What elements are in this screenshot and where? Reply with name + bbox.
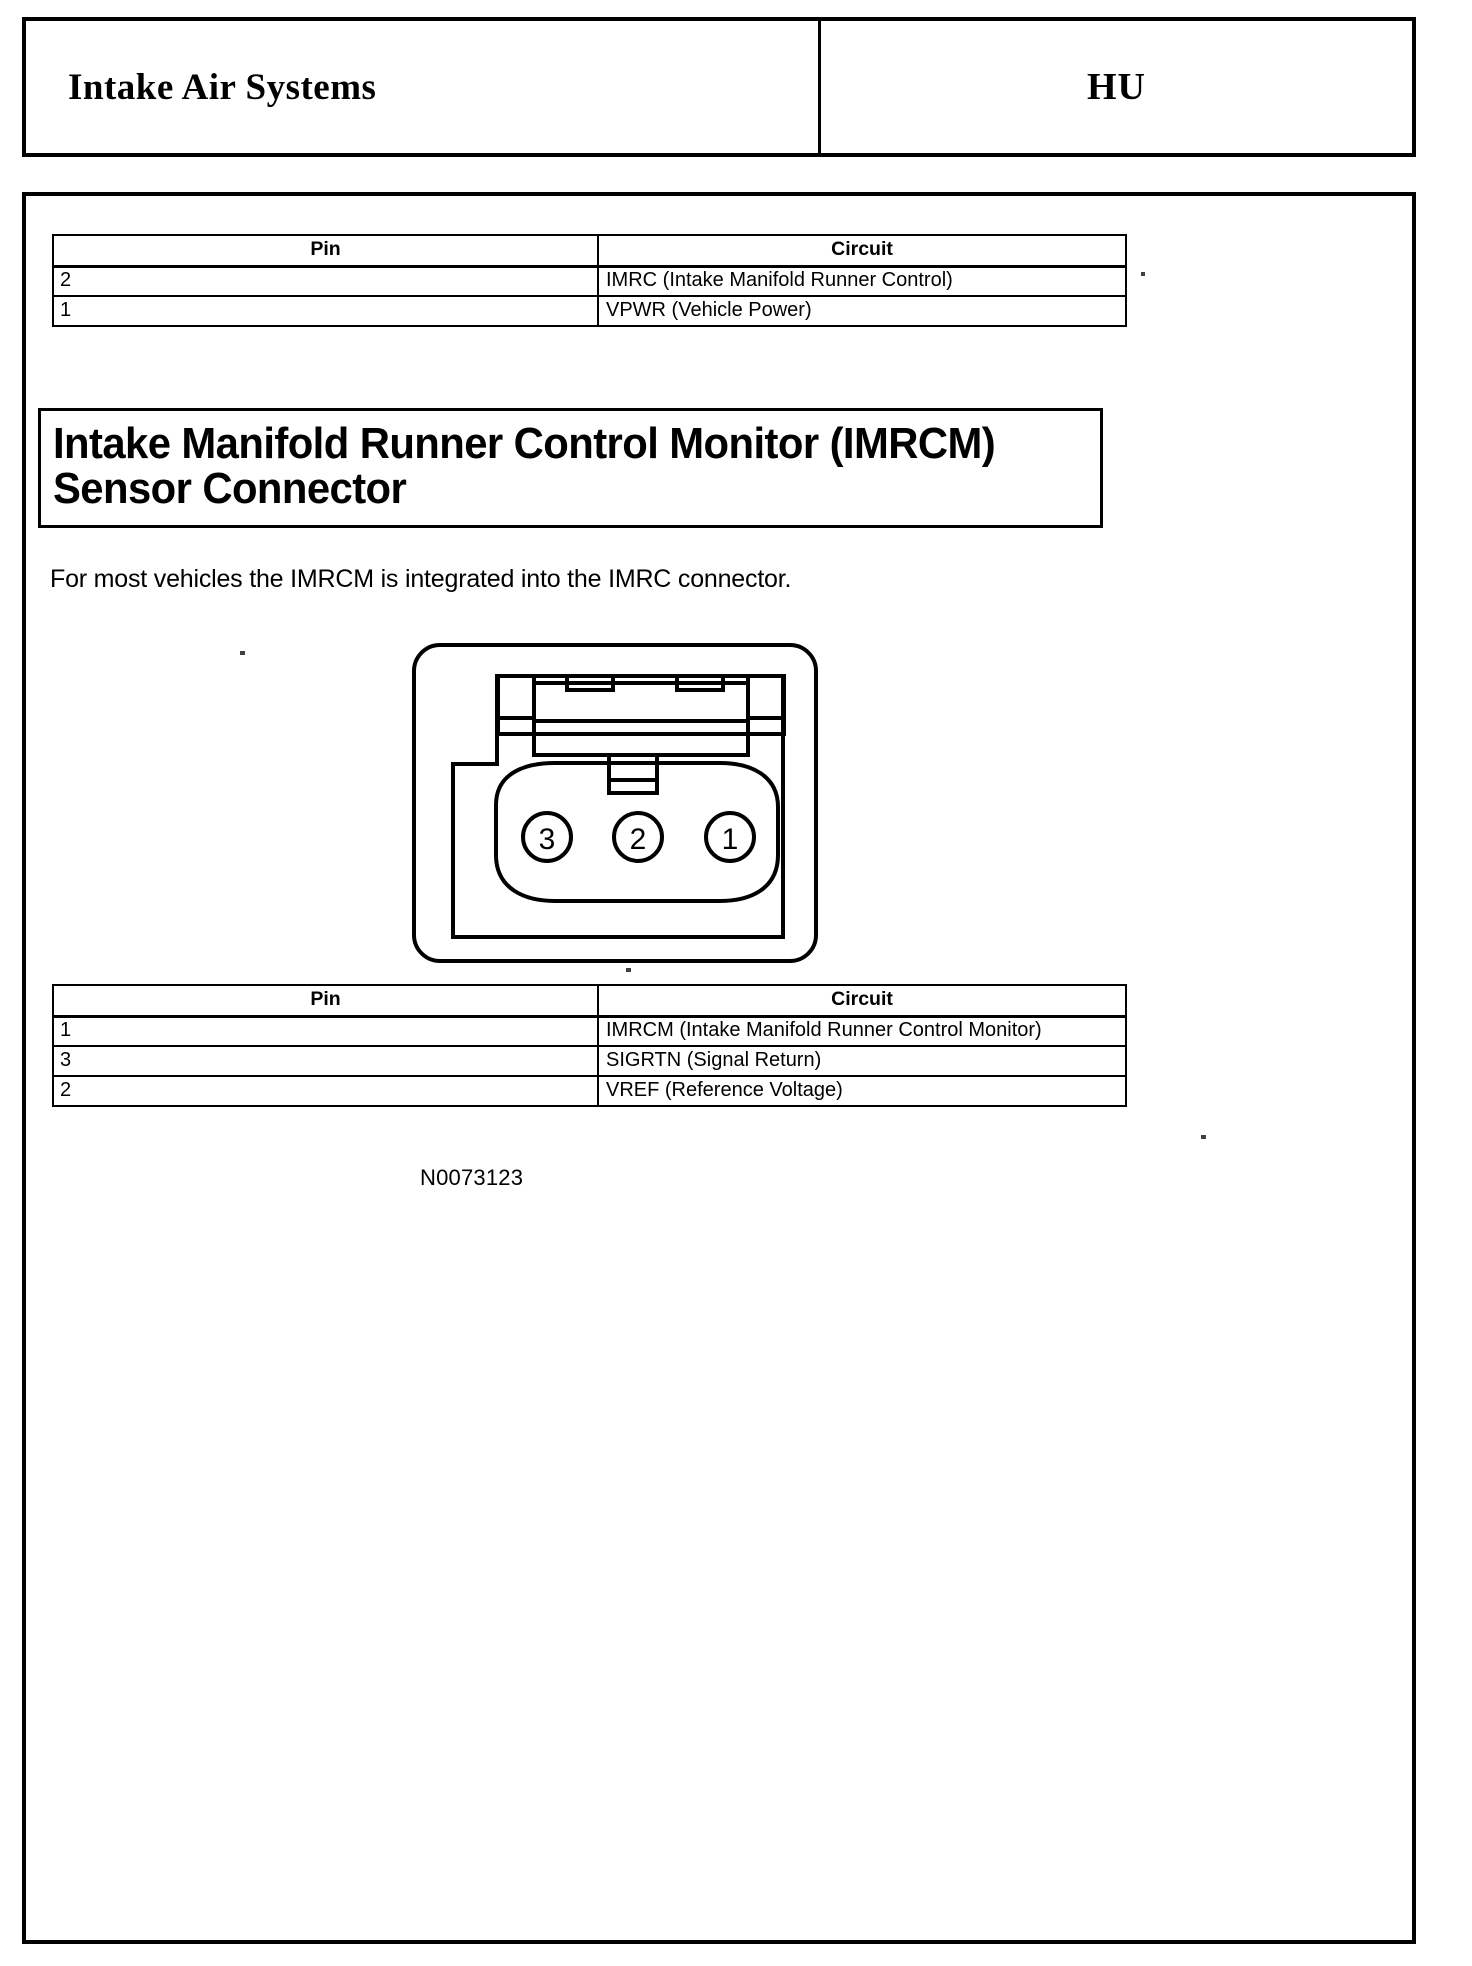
- pin-label-1: 1: [722, 823, 739, 856]
- cell-pin: 2: [52, 1075, 599, 1107]
- header-code-cell: HU: [821, 21, 1412, 153]
- header-title-cell: Intake Air Systems: [26, 21, 821, 153]
- page-header: Intake Air Systems HU: [22, 17, 1416, 157]
- cell-pin: 1: [52, 1015, 599, 1047]
- column-header-pin: Pin: [52, 984, 599, 1018]
- pin-label-3: 3: [539, 823, 556, 856]
- connector-pin-group: 3 2 1: [521, 811, 756, 863]
- pin-label-2: 2: [630, 823, 647, 856]
- cell-pin: 2: [52, 265, 599, 297]
- column-header-circuit: Circuit: [597, 984, 1127, 1018]
- imrcm-connector-diagram: 3 2 1: [400, 625, 840, 975]
- scan-artifact: [240, 651, 245, 655]
- imrc-pinout-table: Pin Circuit 2 IMRC (Intake Manifold Runn…: [52, 234, 1127, 327]
- connector-illustration: 3 2 1: [412, 643, 818, 963]
- scan-artifact: [1201, 1135, 1206, 1139]
- scan-artifact: [1141, 272, 1145, 276]
- cell-circuit: VREF (Reference Voltage): [597, 1075, 1127, 1107]
- cell-circuit: VPWR (Vehicle Power): [597, 295, 1127, 327]
- table-row: 3 SIGRTN (Signal Return): [52, 1045, 1127, 1077]
- section-body-text: For most vehicles the IMRCM is integrate…: [50, 565, 792, 593]
- latch-notch-right: [675, 674, 725, 692]
- table-row: 2 VREF (Reference Voltage): [52, 1075, 1127, 1107]
- pin-circle-3: [521, 811, 573, 863]
- connector-pin-cavity: [494, 761, 780, 903]
- table-row: 1 IMRCM (Intake Manifold Runner Control …: [52, 1015, 1127, 1047]
- page-title: Intake Air Systems: [68, 66, 377, 108]
- table-row: 2 IMRC (Intake Manifold Runner Control): [52, 265, 1127, 297]
- column-header-pin: Pin: [52, 234, 599, 268]
- table-row: 1 VPWR (Vehicle Power): [52, 295, 1127, 327]
- section-title-block: Intake Manifold Runner Control Monitor (…: [38, 408, 1103, 528]
- section-heading: Intake Manifold Runner Control Monitor (…: [53, 419, 996, 514]
- pin-circle-2: [612, 811, 664, 863]
- table-header-row: Pin Circuit: [52, 234, 1127, 268]
- table-header-row: Pin Circuit: [52, 984, 1127, 1018]
- column-header-circuit: Circuit: [597, 234, 1127, 268]
- cell-pin: 1: [52, 295, 599, 327]
- connector-keyway-tab: [607, 753, 659, 795]
- page-content-frame: [22, 192, 1416, 1944]
- figure-caption: N0073123: [420, 1165, 524, 1190]
- cell-circuit: SIGRTN (Signal Return): [597, 1045, 1127, 1077]
- cell-circuit: IMRC (Intake Manifold Runner Control): [597, 265, 1127, 297]
- scan-artifact: [626, 968, 631, 972]
- latch-notch-left: [565, 674, 615, 692]
- imrcm-pinout-table: Pin Circuit 1 IMRCM (Intake Manifold Run…: [52, 984, 1127, 1107]
- connector-outer-housing: [412, 643, 818, 963]
- latch-left-block: [496, 674, 536, 720]
- pin-circle-1: [704, 811, 756, 863]
- cell-circuit: IMRCM (Intake Manifold Runner Control Mo…: [597, 1015, 1127, 1047]
- cell-pin: 3: [52, 1045, 599, 1077]
- connector-inner-body: [451, 674, 785, 939]
- latch-lower-bar: [532, 719, 750, 757]
- latch-right-block: [746, 674, 786, 720]
- section-code: HU: [1087, 66, 1146, 108]
